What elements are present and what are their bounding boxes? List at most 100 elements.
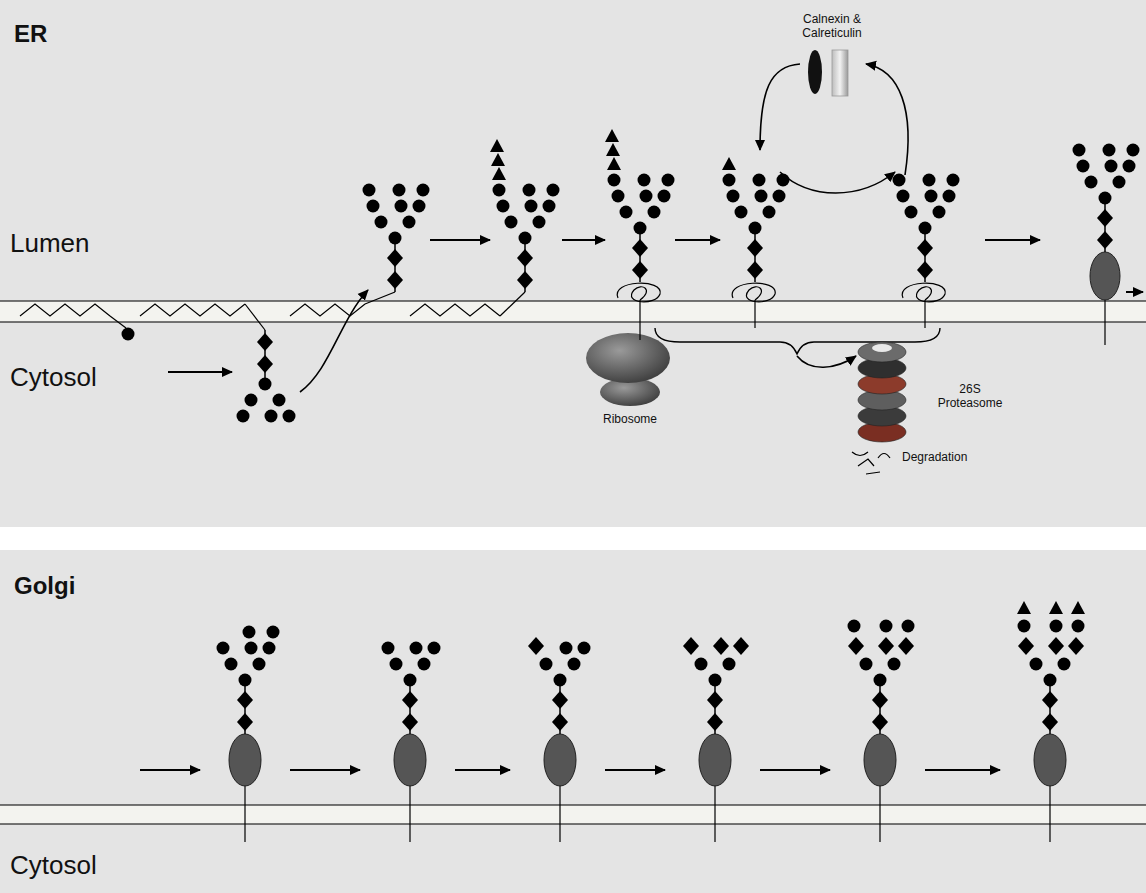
folded-protein [1090,252,1120,300]
mannose-circle [578,642,591,655]
mannose-circle [727,190,740,203]
glcnac-diamond [1097,231,1113,249]
mannose-circle [519,232,532,245]
mannose-circle [523,184,536,197]
protein-anchor [409,780,410,842]
mannose-circle [1050,620,1063,633]
polypeptide-chain [754,300,755,328]
glucose-triangle [607,157,621,170]
mannose-circle [263,642,276,655]
golgi-panel-ground [0,550,1146,893]
mannose-circle [662,174,675,187]
polypeptide-chain [924,300,925,328]
mannose-circle [225,658,238,671]
mannose-circle [897,190,910,203]
folded-protein [544,734,576,786]
panel-title: ER [14,20,47,48]
step-arrow [760,769,830,771]
calnexin-shape [808,50,822,94]
protein-anchor [1049,780,1050,842]
mannose-circle [905,206,918,219]
glcnac-diamond [1042,713,1058,731]
mannose-circle [648,206,661,219]
glcnac-diamond [257,333,273,351]
mannose-circle [723,174,736,187]
curved-arrow [797,356,856,367]
glcnac-diamond [878,637,894,655]
golgi-panel: GolgiCytosol [0,550,1146,893]
chaperone-label-box: Calnexin & Calreticulin [782,12,882,42]
mannose-circle [543,200,556,213]
mannose-circle [735,206,748,219]
folded-protein [394,734,426,786]
er-panel-ground [0,0,1146,527]
mannose-circle [723,658,736,671]
calreticulin-shape [832,50,848,96]
phosphate-link [500,292,525,316]
glucose-triangle [492,167,506,180]
mannose-circle [1058,658,1071,671]
step-arrow [430,239,490,241]
mannose-circle [273,394,286,407]
step-arrow [168,371,232,373]
mannose-circle [695,658,708,671]
glcnac-diamond [257,355,273,373]
mannose-circle [749,222,762,235]
mannose-circle [265,410,278,423]
mannose-circle [923,174,936,187]
mannose-circle [560,642,573,655]
glcnac-diamond [683,637,699,655]
glcnac-diamond [387,271,403,289]
mannose-circle [1073,144,1086,157]
mannose-circle [413,200,426,213]
mannose-circle [267,626,280,639]
part-label: Calnexin & Calreticulin [782,12,882,40]
mannose-circle [753,174,766,187]
protein-anchor [244,780,245,842]
mannose-circle [382,642,395,655]
mannose-circle [947,174,960,187]
glcnac-diamond [898,637,914,655]
mannose-circle [612,190,625,203]
glcnac-diamond [552,713,568,731]
phosphate-link [365,292,395,304]
glcnac-diamond [707,713,723,731]
mannose-circle [933,206,946,219]
mannose-circle [902,620,915,633]
folded-protein [699,734,731,786]
step-arrow [925,769,1000,771]
mannose-circle [237,410,250,423]
dolichol-lipid [290,304,365,316]
mannose-circle [389,232,402,245]
mannose-circle [1127,144,1140,157]
glcnac-diamond [872,691,888,709]
folded-protein [864,734,896,786]
glcnac-diamond [707,691,723,709]
glucose-triangle [1071,601,1085,614]
glcnac-diamond [237,691,253,709]
mannose-circle [367,200,380,213]
part-label: Ribosome [585,412,675,426]
step-arrow [140,769,200,771]
panel-title: Golgi [14,572,75,600]
mannose-circle [773,190,786,203]
er-panel: ERLumenCytosolCalnexin & CalreticulinRib… [0,0,1146,527]
proteasome-cap [872,344,892,352]
mannose-circle [1103,144,1116,157]
ribosome-large-subunit [586,333,670,383]
mannose-circle [403,216,416,229]
mannose-circle [888,658,901,671]
compartment-label: Cytosol [10,362,97,393]
phosphate-dot [122,328,135,341]
mannose-circle [404,674,417,687]
polypeptide-loop [902,283,945,302]
glcnac-diamond [848,637,864,655]
glcnac-diamond [1042,691,1058,709]
mannose-circle [634,222,647,235]
er-membrane [0,301,1146,322]
compartment-label: Cytosol [10,850,97,881]
glcnac-diamond [387,249,403,267]
glcnac-diamond [402,713,418,731]
mannose-circle [1113,176,1126,189]
